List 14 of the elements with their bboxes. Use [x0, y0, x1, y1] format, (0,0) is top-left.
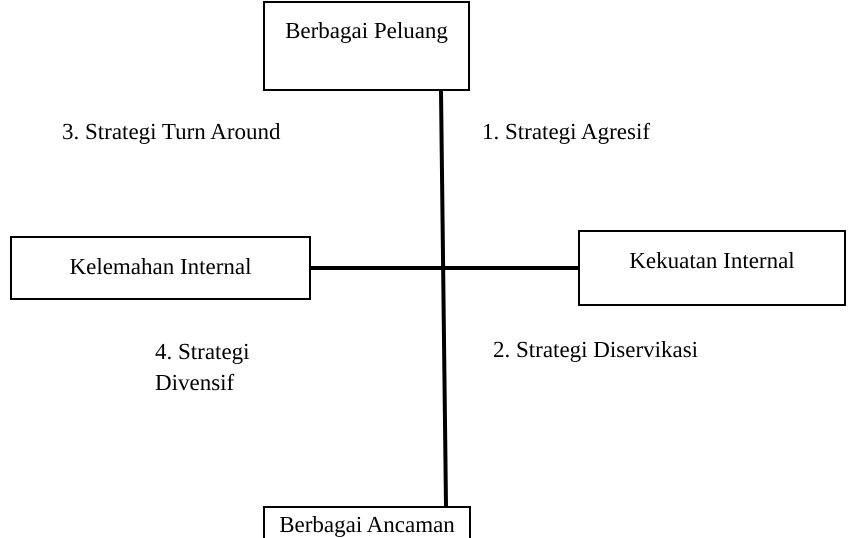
quadrant-label: 2. Strategi Diservikasi [493, 336, 700, 364]
connector-line [439, 90, 448, 506]
box-label: Berbagai Peluang [285, 18, 448, 45]
box-label: Kelemahan Internal [70, 254, 252, 281]
box-label: Berbagai Ancaman [279, 512, 455, 538]
connector-line [311, 266, 578, 270]
quadrant-label: 1. Strategi Agresif [482, 118, 651, 146]
text-box [263, 1, 470, 91]
text-box [10, 236, 311, 300]
quadrant-label: 3. Strategi Turn Around [62, 118, 282, 146]
quadrant-label: 4. Strategi Divensif [155, 338, 251, 398]
text-box [263, 506, 471, 538]
text-box [578, 230, 846, 306]
box-label: Kekuatan Internal [629, 248, 795, 275]
